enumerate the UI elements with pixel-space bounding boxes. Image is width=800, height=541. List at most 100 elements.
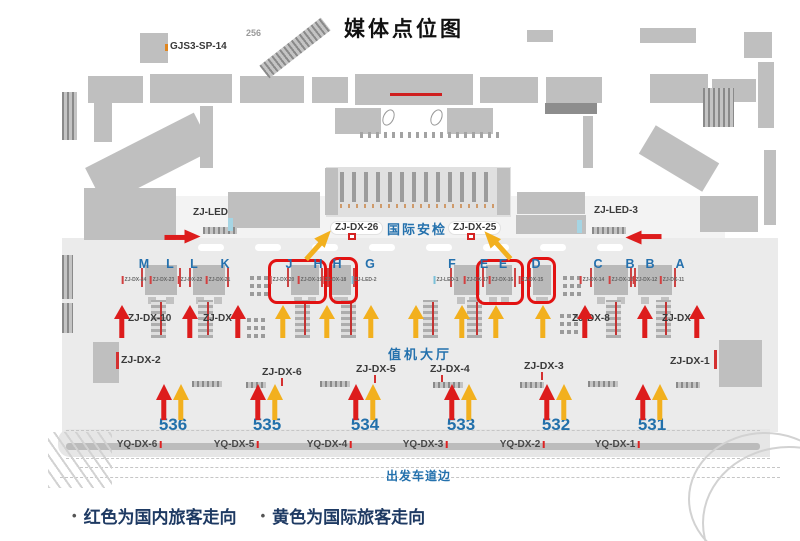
flow-arrow-red	[164, 230, 200, 245]
structure-block	[700, 196, 758, 232]
structure-block	[390, 93, 442, 96]
structure-block	[650, 74, 708, 103]
structure-block	[545, 103, 597, 114]
structure-block	[312, 77, 348, 103]
checkin-letter: F	[448, 257, 456, 271]
flow-arrow-red	[635, 384, 651, 420]
checkin-letter: B	[645, 257, 655, 271]
structure-block	[192, 381, 222, 387]
kiosk-tower	[295, 300, 310, 338]
structure-block	[703, 88, 734, 127]
checkin-letter: L	[166, 257, 174, 271]
legend-domestic-text: 红色为国内旅客走向	[83, 508, 237, 527]
structure-block	[527, 30, 553, 42]
structure-block	[447, 108, 493, 134]
structure-block	[592, 227, 626, 234]
page-title: 媒体点位图	[344, 18, 464, 41]
checkin-letter: K	[220, 257, 230, 271]
structure-block	[93, 342, 119, 383]
checkin-letter: D	[531, 257, 541, 271]
checkin-point-label: ZJ-DX-15	[518, 276, 543, 284]
structure-block	[517, 192, 585, 214]
hall-point-label: ZJ-DX-3	[524, 360, 564, 372]
crosswalk-dash	[540, 244, 566, 251]
checkin-point-label: ZJ-LED-2	[351, 276, 376, 284]
structure-block	[640, 28, 696, 43]
road-dash-line	[60, 477, 780, 478]
structure-block	[200, 106, 213, 168]
structure-block	[240, 76, 304, 103]
structure-block	[758, 62, 774, 128]
legend: • 红色为国内旅客走向 • 黄色为国际旅客走向	[72, 503, 425, 528]
flow-arrow-yellow	[652, 384, 668, 420]
legend-bullet: •	[72, 508, 77, 523]
flow-arrow-red	[637, 304, 653, 338]
structure-block	[84, 188, 176, 240]
security-lane-ticks	[340, 204, 496, 208]
structure-block	[480, 77, 538, 103]
flow-arrow-yellow	[275, 304, 291, 338]
checkin-island	[189, 265, 229, 304]
crosswalk-dash	[597, 244, 623, 251]
hall-point-label: ZJ-DX-6	[262, 366, 302, 378]
checkin-letter: M	[138, 257, 150, 271]
crosswalk-dash	[426, 244, 452, 251]
legend-bullet: •	[260, 508, 266, 523]
structure-block	[150, 74, 232, 103]
flow-arrow-yellow	[556, 384, 572, 420]
structure-block	[714, 350, 717, 369]
legend-item-international: • 黄色为国际旅客走向	[261, 503, 426, 528]
highlight-rect	[268, 259, 327, 304]
checkin-point-label: ZJ-DX-21	[205, 276, 230, 284]
structure-block	[325, 168, 338, 215]
security-lanes	[340, 172, 496, 202]
structure-block	[140, 33, 168, 63]
checkin-point-label: ZJ-DX-16	[488, 276, 513, 284]
checkin-letter: L	[190, 257, 198, 271]
kiosk-tower	[341, 300, 356, 338]
checkin-point-label: ZJ-DX-18	[321, 276, 346, 284]
kiosk-tower	[656, 300, 671, 338]
checkin-point-label: ZJ-DX-23	[149, 276, 174, 284]
checkin-point-label: ZJ-DX-17	[463, 276, 488, 284]
structure-block	[355, 74, 473, 105]
hall-title: 值机大厅	[388, 347, 453, 362]
kiosk-tower	[606, 300, 621, 338]
checkin-letter: C	[593, 257, 603, 271]
structure-block	[577, 220, 582, 233]
flow-arrow-red	[182, 304, 198, 338]
flow-arrow-red	[625, 230, 661, 245]
checkin-letter: H	[332, 257, 342, 271]
checkin-point-label: ZJ-DX-12	[632, 276, 657, 284]
flow-arrow-red	[539, 384, 555, 420]
crosswalk-dash	[369, 244, 395, 251]
structure-block	[676, 382, 700, 388]
structure-block	[497, 168, 510, 215]
checkin-point-label: ZJ-DX-22	[177, 276, 202, 284]
dots-grid	[250, 276, 254, 280]
structure-block	[94, 88, 112, 142]
structure-block	[116, 352, 119, 369]
checkin-point-label: ZJ-DX-20	[269, 276, 294, 284]
flow-arrow-yellow	[454, 304, 470, 338]
flow-arrow-yellow	[173, 384, 189, 420]
structure-block	[335, 108, 381, 134]
legend-international-text: 黄色为国际旅客走向	[272, 508, 426, 527]
flow-arrow-yellow	[488, 304, 504, 338]
dots-grid	[247, 318, 251, 322]
structure-block	[638, 125, 720, 192]
structure-block	[62, 255, 73, 299]
hall-point-label: ZJ-DX-4	[430, 363, 470, 375]
dots-grid	[563, 276, 567, 280]
hall-point-label: ZJ-DX-5	[356, 363, 396, 375]
curbside-label: 出发车道边	[386, 469, 452, 483]
road-dash-line	[66, 430, 760, 431]
structure-block	[541, 372, 543, 380]
sp-panel-label: GJS3-SP-14	[170, 41, 227, 52]
flow-arrow-red	[577, 304, 593, 338]
checkin-point-label: ZJ-DX-11	[659, 276, 684, 284]
kiosk-tower	[198, 300, 213, 338]
flow-arrow-yellow	[319, 304, 335, 338]
structure-block	[379, 107, 398, 128]
